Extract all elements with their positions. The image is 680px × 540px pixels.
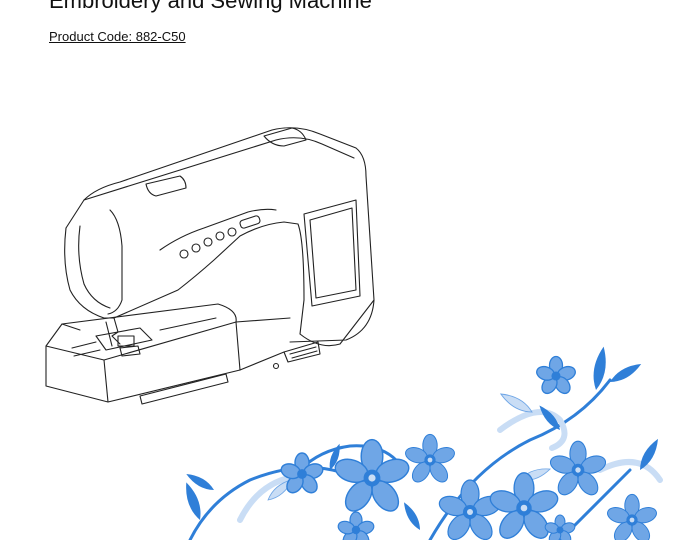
product-code: Product Code: 882-C50 <box>49 29 186 44</box>
document-title: Embroidery and Sewing Machine <box>49 0 372 13</box>
